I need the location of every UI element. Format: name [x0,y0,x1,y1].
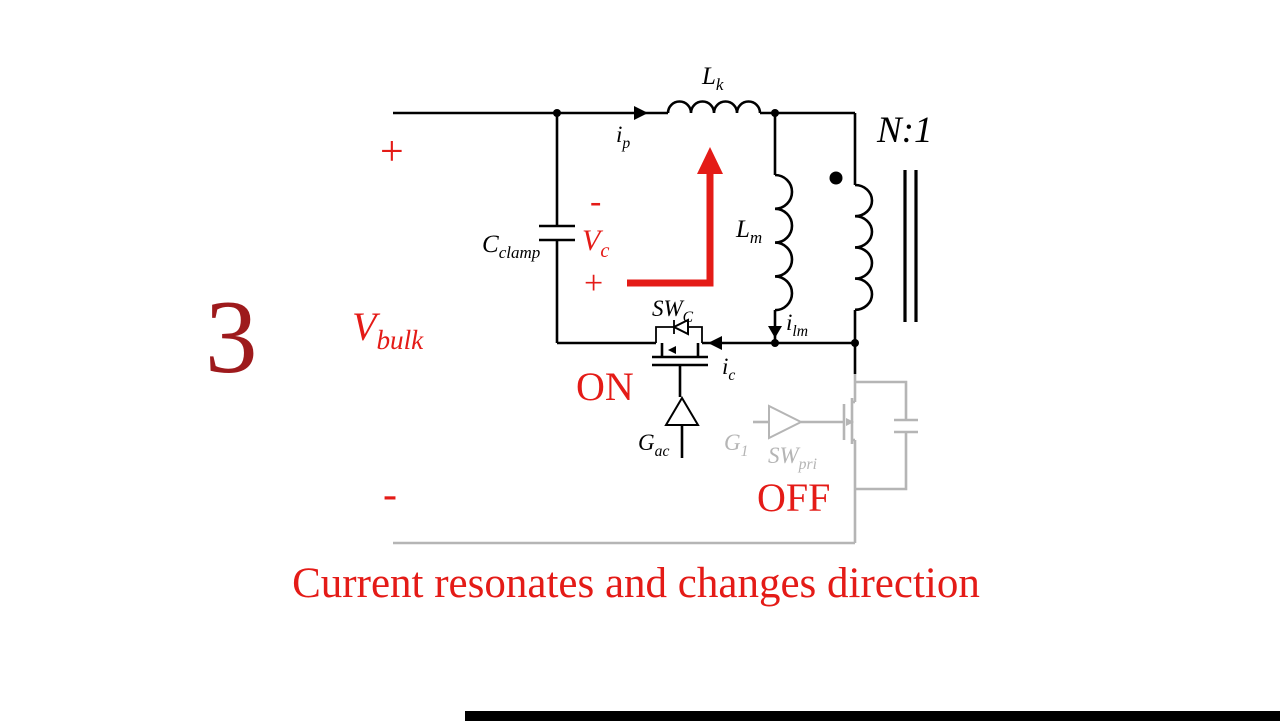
primary-winding-coil [854,183,874,312]
clamp-switch-state-label: ON [576,364,634,409]
swc-mosfet-arrow-icon [668,346,676,354]
swc-label: SWC [652,296,694,326]
caption-text: Current resonates and changes direction [292,560,980,607]
ic-label: ic [722,354,735,384]
junction-dot [851,339,859,347]
bottom-bar [465,711,1280,721]
vc-minus-sign: - [590,183,601,220]
g1-label: G1 [724,430,748,460]
ip-current-arrow-icon [634,106,648,120]
junction-dot [771,109,779,117]
stage-number: 3 [205,278,258,395]
turns-ratio-label: N:1 [876,110,933,151]
vbulk-minus-sign: - [383,472,397,518]
gac-label: Gac [638,430,669,460]
winding-polarity-dot [829,171,843,185]
cclamp-label: Cclamp [482,231,540,262]
swpri-mosfet-arrow-icon [846,418,854,426]
vc-label: Vc [582,224,609,262]
ilm-label: ilm [786,310,808,340]
parasitic-cap-top-lead [855,380,908,420]
lk-label: Lk [701,63,724,94]
swc-body-diode-icon [671,318,689,336]
clamp-gate-driver-icon [664,396,700,426]
resonant-current-path-arrow [627,170,714,287]
lm-label: Lm [735,216,762,247]
vbulk-label: Vbulk [352,304,424,355]
primary-gate-driver-icon [768,404,804,440]
vc-plus-sign: + [584,265,603,302]
resonant-current-arrowhead-icon [697,147,723,174]
leakage-inductor-coil [666,100,762,114]
primary-switch-state-label: OFF [757,475,830,520]
swpri-label: SWpri [768,443,817,473]
ic-current-arrow-icon [708,336,722,350]
ip-label: ip [616,122,630,152]
magnetizing-inductor-coil [774,173,794,312]
junction-dot [553,109,561,117]
junction-dot [771,339,779,347]
parasitic-cap-bottom-lead [855,432,908,491]
ilm-current-arrow-icon [768,326,782,338]
vbulk-plus-sign: + [380,129,404,175]
